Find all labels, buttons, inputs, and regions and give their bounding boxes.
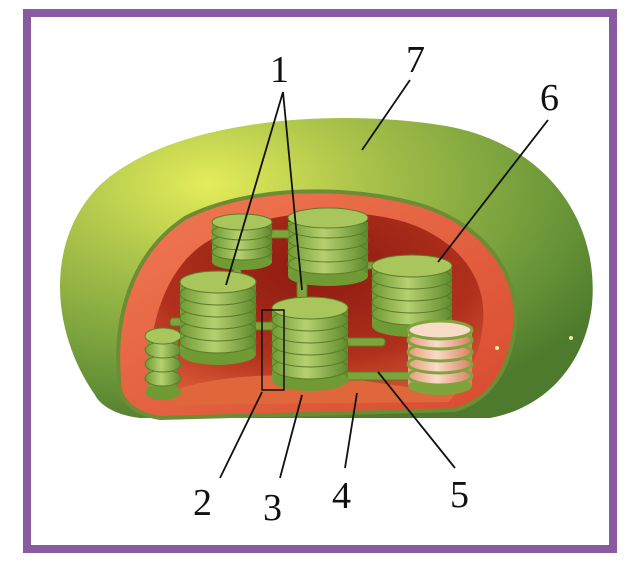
granum-left-partial [144,327,182,400]
label-3: 3 [263,487,282,529]
granum-back-left [211,213,273,270]
label-5: 5 [450,474,469,516]
leader-lines [219,79,549,479]
frame-border [23,9,617,553]
thylakoid-bracket [261,309,285,391]
granum-back-middle [287,207,369,286]
label-6: 6 [540,77,559,119]
highlight-dot [569,336,573,340]
granum-front-right [406,319,474,395]
granum-front-left [179,270,257,365]
granum-back-right [371,254,453,337]
highlight-dot [495,346,499,350]
label-1: 1 [270,49,289,91]
label-2: 2 [193,482,212,524]
label-4: 4 [332,475,351,517]
label-7: 7 [406,39,425,81]
